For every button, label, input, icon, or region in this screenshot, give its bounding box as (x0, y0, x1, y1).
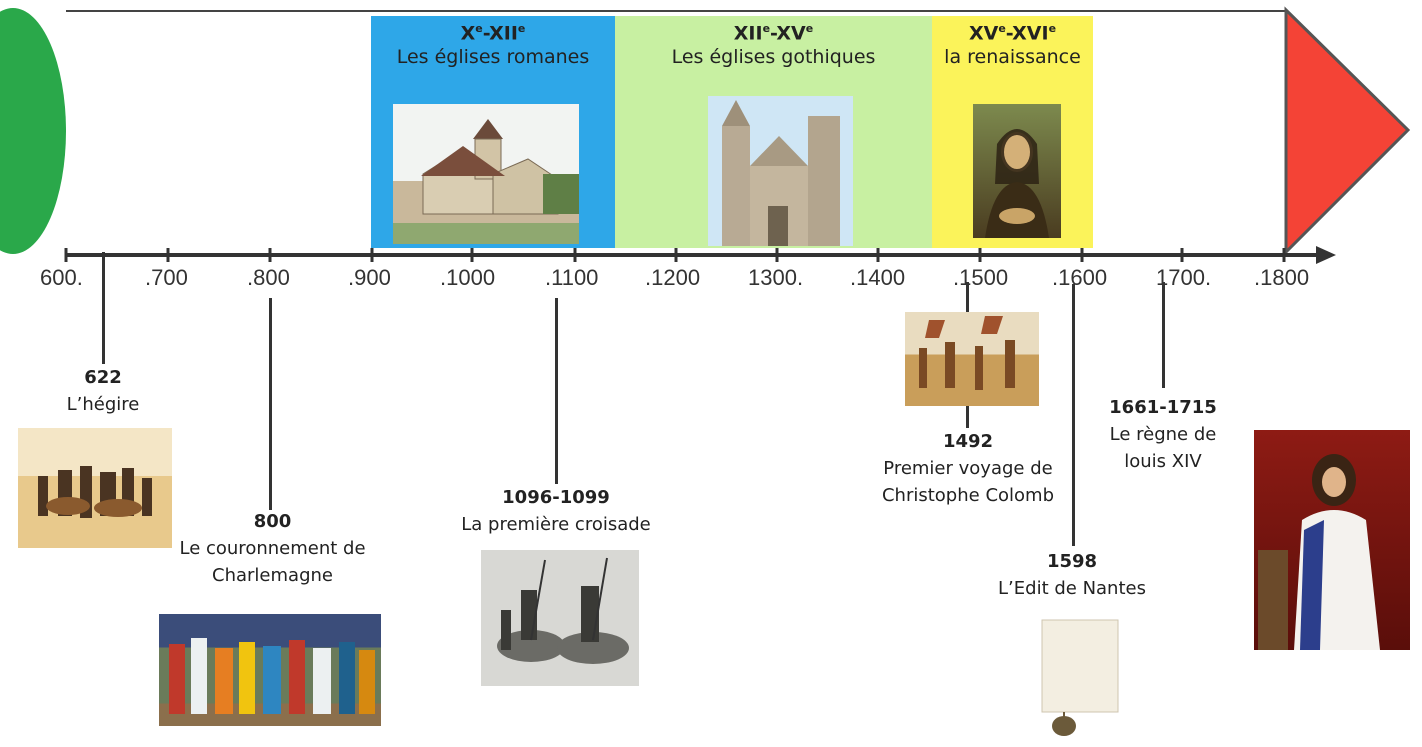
event-year: 622 (84, 367, 122, 388)
event-year: 1492 (942, 431, 994, 452)
event-1661-1715: 1661-1715 Le règne de louis XIV (1084, 394, 1242, 475)
event-label: Charlemagne (212, 565, 333, 586)
event-label: L’Edit de Nantes (998, 578, 1146, 599)
event-1598: 1598 L’Edit de Nantes (972, 548, 1172, 602)
event-marker-line (102, 252, 105, 364)
louis-xiv-portrait-image (1254, 430, 1410, 650)
event-1096-1099: 1096-1099 La première croisade (440, 484, 672, 538)
columbus-voyage-image (905, 312, 1039, 406)
event-marker-line (1072, 284, 1075, 546)
tick-label: .1800 (1254, 265, 1310, 290)
event-year: 800 (253, 511, 292, 532)
event-label: Premier voyage de (883, 458, 1053, 479)
event-year: 1661-1715 (1109, 397, 1217, 418)
period-gothic: XIIe-XVe Les églises gothiques (615, 16, 932, 248)
event-label: louis XIV (1124, 451, 1202, 472)
period-title: XIIe-XVe (733, 22, 814, 45)
period-subtitle: Les églises gothiques (671, 46, 876, 69)
event-marker-line (1162, 282, 1165, 388)
edict-of-nantes-image (1038, 618, 1122, 744)
tick-label: .1500 (953, 265, 1009, 290)
tick-label: 1300. (748, 265, 804, 290)
tick-label: .1400 (850, 265, 906, 290)
event-marker-line (269, 298, 272, 510)
timeline-start-cap (0, 8, 66, 254)
charlemagne-coronation-image (159, 614, 381, 726)
period-subtitle: la renaissance (944, 46, 1081, 69)
period-subtitle: Les églises romanes (396, 46, 590, 69)
event-year: 1096-1099 (502, 487, 610, 508)
event-label: Le règne de (1109, 424, 1217, 445)
hegira-caravan-image (18, 428, 172, 548)
tick-label: .1200 (645, 265, 701, 290)
event-label: Christophe Colomb (881, 485, 1054, 506)
period-title: Xe-XIIe (460, 22, 526, 45)
event-year: 1598 (1046, 551, 1098, 572)
tick-label: .800 (247, 265, 290, 290)
event-marker-line (966, 406, 969, 428)
timeline-axis (64, 246, 1336, 264)
tick-label: .700 (145, 265, 188, 290)
tick-label: .1000 (440, 265, 496, 290)
tick-label: 1700. (1156, 265, 1212, 290)
gothic-cathedral-image (708, 96, 853, 246)
event-1492: 1492 Premier voyage de Christophe Colomb (862, 428, 1074, 509)
tick-label: .900 (348, 265, 391, 290)
first-crusade-image (481, 550, 639, 686)
mona-lisa-image (973, 104, 1061, 238)
event-marker-line (966, 282, 969, 312)
event-label: La première croisade (461, 514, 651, 535)
event-622: 622 L’hégire (30, 364, 176, 418)
romanesque-church-image (393, 104, 579, 244)
tick-label: 600. (40, 265, 83, 290)
event-marker-line (555, 298, 558, 484)
event-label: Le couronnement de (179, 538, 366, 559)
tick-label: .1100 (545, 265, 599, 290)
event-800: 800 Le couronnement de Charlemagne (150, 508, 395, 589)
period-romanesque: Xe-XIIe Les églises romanes (371, 16, 615, 248)
timeline-end-arrow (1284, 6, 1411, 256)
period-title: XVe-XVIe (968, 22, 1057, 45)
event-label: L’hégire (66, 394, 140, 415)
period-renaissance: XVe-XVIe la renaissance (932, 16, 1093, 248)
tick-label: .1600 (1052, 265, 1108, 290)
